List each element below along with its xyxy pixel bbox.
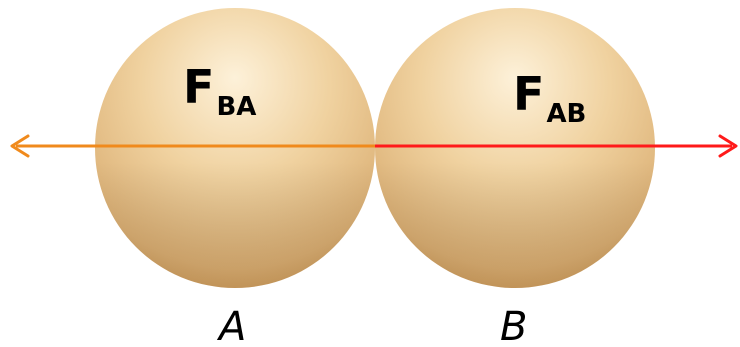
force-arrow-ab [375, 134, 738, 158]
force-label-ba-main: F [183, 60, 214, 114]
ball-b [375, 8, 655, 288]
force-label-ba-sub: BA [216, 92, 256, 122]
force-arrow-ba [10, 134, 375, 158]
ball-a [95, 8, 375, 288]
force-label-ba: FBA [183, 60, 256, 122]
force-label-ab-sub: AB [546, 99, 586, 129]
ball-label-a: A [216, 304, 246, 347]
ball-label-b: B [500, 304, 527, 347]
force-label-ab-main: F [513, 67, 544, 121]
force-label-ab: FAB [513, 67, 586, 129]
